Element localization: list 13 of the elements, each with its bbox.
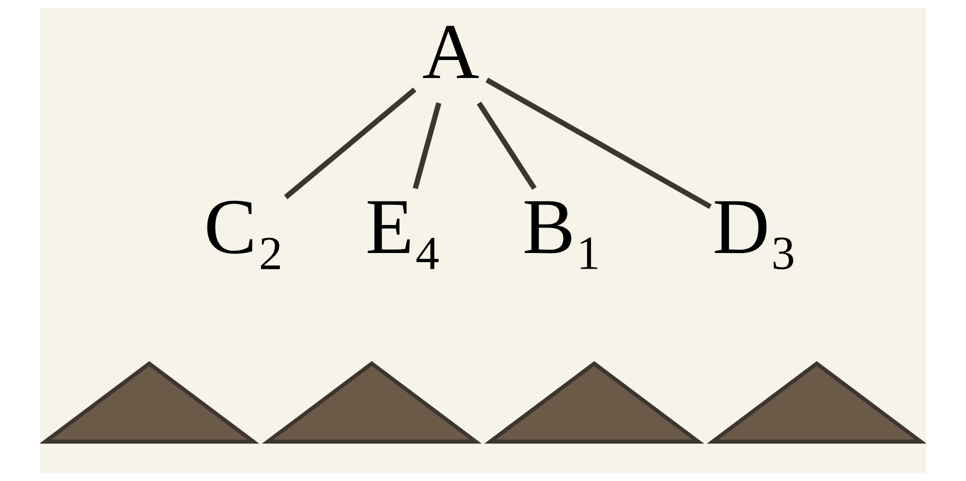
- connector: [412, 102, 442, 190]
- node-triangle: [706, 361, 926, 444]
- connector: [476, 102, 537, 190]
- node-text: A: [422, 8, 480, 96]
- node-triangle: [484, 361, 704, 444]
- node-triangle: [40, 361, 260, 444]
- node-text: D₃: [712, 184, 798, 272]
- node-text: C₂: [204, 184, 284, 272]
- node-text: E₄: [365, 184, 442, 272]
- node-triangle: [262, 361, 482, 444]
- connector: [284, 88, 416, 200]
- node-text: B₁: [522, 184, 603, 272]
- connector: [486, 78, 712, 210]
